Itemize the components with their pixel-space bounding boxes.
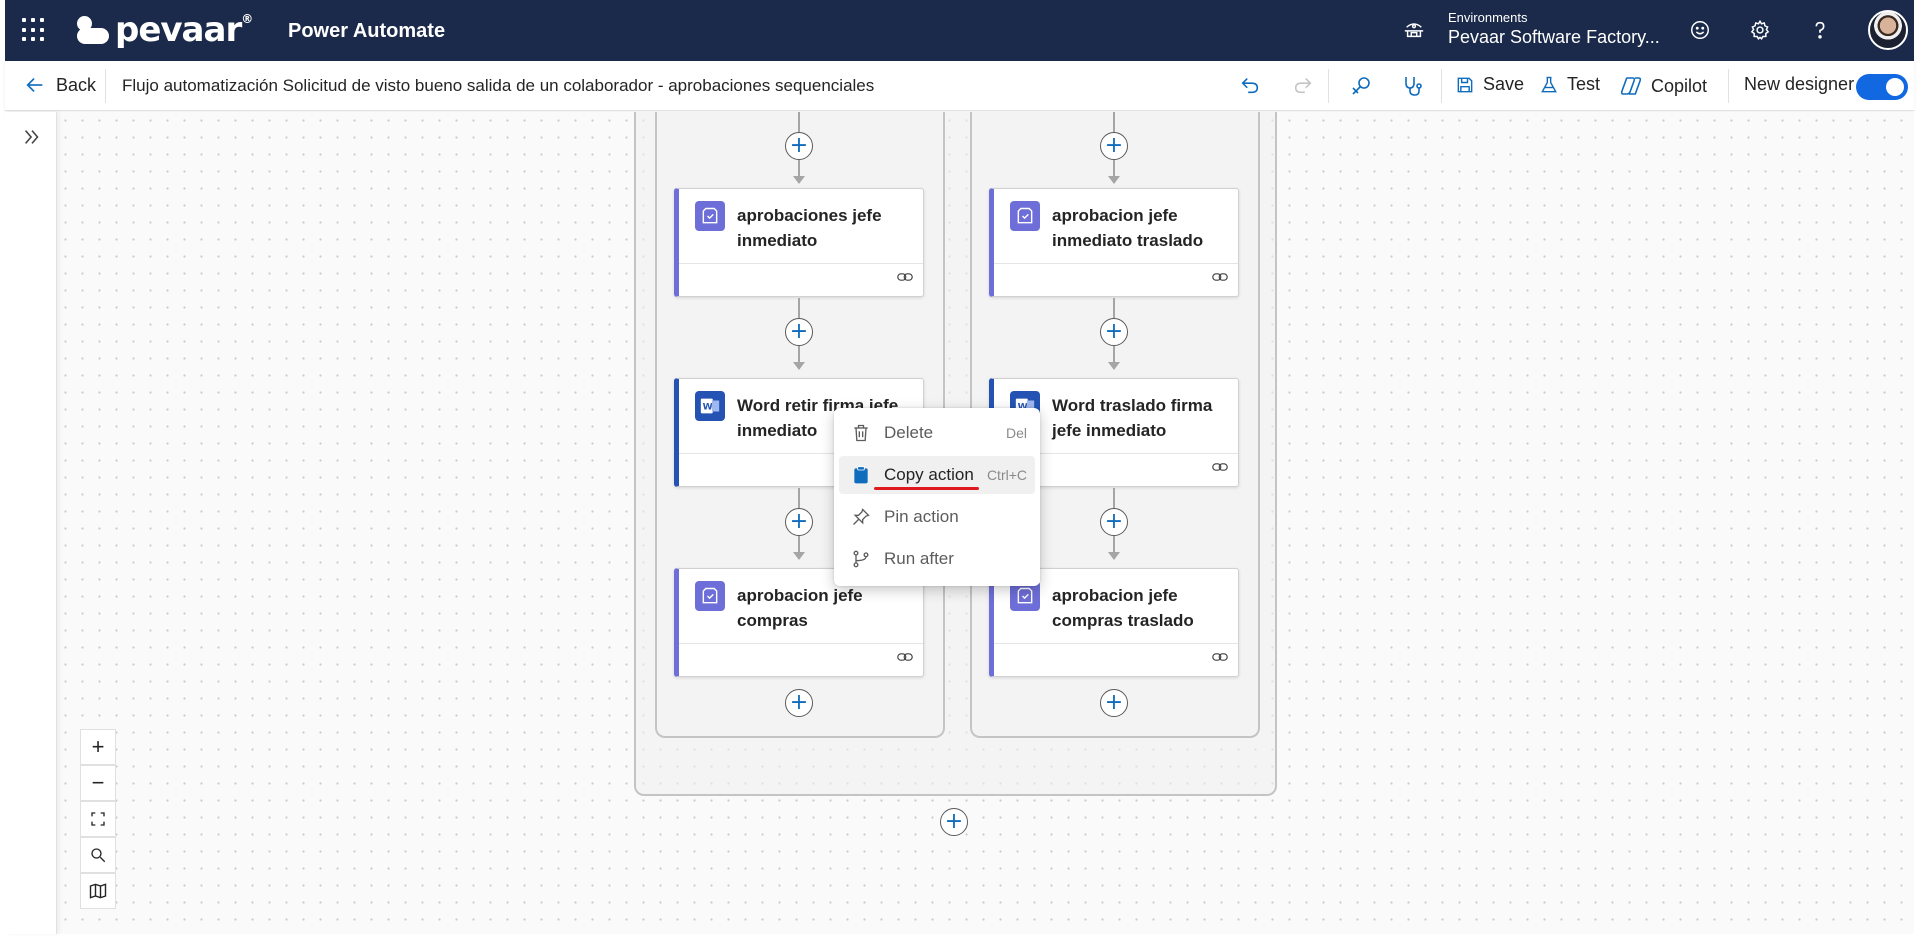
context-menu-label: Pin action [884,507,959,526]
context-menu-label: Copy action [884,465,974,484]
diagnostics-button[interactable] [1401,74,1425,98]
new-designer-label: New designer [1744,74,1855,94]
flask-icon [1541,76,1557,92]
environment-label: Environments [1448,10,1528,25]
test-label: Test [1567,74,1601,94]
command-bar: Back Flujo automatización Solicitud de v… [5,61,1914,111]
zoom-out-button[interactable]: − [80,765,116,801]
action-card-title: aprobacion jefe inmediato traslado [1052,206,1204,250]
top-header: pevaar® Power Automate Environments Peva… [5,0,1914,61]
environment-selector[interactable]: Pevaar Software Factory... [1448,27,1660,47]
link-icon[interactable] [897,651,913,663]
expand-chevron-icon[interactable] [21,126,43,148]
link-icon[interactable] [1212,271,1228,283]
action-card-title: aprobacion jefe compras traslado [1052,586,1194,630]
divider [105,69,106,103]
action-card[interactable]: aprobaciones jefe inmediato [674,188,924,297]
arrow-left-icon [26,77,43,93]
flow-checker-icon [1352,77,1370,95]
add-step-button[interactable]: + [1100,689,1128,717]
brand-logo-icon [75,14,111,46]
context-menu: Delete Del Copy action Ctrl+C Pin action… [834,408,1040,586]
brand-logo[interactable]: pevaar® [75,10,253,50]
save-icon [1457,77,1473,92]
brand-name: pevaar® [115,10,253,50]
copilot-button[interactable]: Copilot [1619,74,1707,98]
redo-icon [1294,78,1312,94]
back-button[interactable]: Back [24,74,96,96]
add-step-button[interactable]: + [785,508,813,536]
context-menu-item-delete[interactable]: Delete Del [839,414,1035,452]
trash-icon [854,424,868,442]
branch-icon [853,550,869,568]
test-button[interactable]: Test [1539,74,1600,95]
context-menu-label: Run after [884,549,954,568]
svg-text:W: W [703,402,713,413]
back-label: Back [56,74,97,95]
add-step-button[interactable]: + [785,689,813,717]
word-icon: W [695,391,725,421]
link-icon[interactable] [1212,461,1228,473]
undo-icon [1241,78,1259,94]
pin-icon [853,508,870,525]
context-menu-item-pin-action[interactable]: Pin action [839,498,1035,536]
svg-text:W: W [1018,402,1028,413]
zoom-in-button[interactable]: + [80,729,116,765]
left-rail [5,112,57,934]
app-name[interactable]: Power Automate [288,20,446,42]
app-launcher-icon[interactable] [22,18,46,42]
flow-title[interactable]: Flujo automatización Solicitud de visto … [122,76,875,95]
map-icon [89,883,107,899]
approval-icon [695,201,725,231]
context-menu-shortcut: Del [1005,425,1027,441]
clipboard-icon [854,466,868,484]
context-menu-item-run-after[interactable]: Run after [839,540,1035,578]
flow-checker-button[interactable] [1350,74,1374,98]
link-icon[interactable] [1212,651,1228,663]
divider [1441,69,1442,103]
highlight-underline [874,487,979,490]
fit-view-button[interactable] [80,801,116,837]
approval-icon [695,581,725,611]
stethoscope-icon [1405,77,1422,96]
help-question-icon[interactable] [1808,18,1832,42]
add-step-button[interactable]: + [785,132,813,160]
copilot-label: Copilot [1651,75,1708,96]
action-card-title: aprobaciones jefe inmediato [737,206,882,250]
search-button[interactable] [80,837,116,873]
save-label: Save [1483,74,1525,94]
action-card[interactable]: aprobacion jefe inmediato traslado [989,188,1239,297]
search-icon [91,848,106,863]
environment-icon[interactable] [1403,18,1425,40]
action-card-title: Word traslado firma jefe inmediato [1052,396,1213,440]
user-avatar[interactable] [1868,10,1908,50]
add-step-button[interactable]: + [1100,508,1128,536]
link-icon[interactable] [897,271,913,283]
context-menu-label: Delete [884,423,934,442]
redo-button[interactable] [1292,74,1314,96]
divider [1328,69,1329,103]
add-step-button[interactable]: + [785,318,813,346]
minimap-button[interactable] [80,873,116,909]
fit-view-icon [91,812,105,826]
context-menu-shortcut: Ctrl+C [986,467,1027,483]
add-step-button[interactable]: + [1100,318,1128,346]
action-card[interactable]: aprobacion jefe compras traslado [989,568,1239,677]
approval-icon [1010,581,1040,611]
divider [1728,69,1729,103]
undo-button[interactable] [1239,74,1261,96]
new-designer-toggle[interactable] [1856,74,1908,100]
add-step-button[interactable]: + [1100,132,1128,160]
save-button[interactable]: Save [1455,74,1524,95]
action-card[interactable]: aprobacion jefe compras [674,568,924,677]
settings-gear-icon[interactable] [1748,18,1772,42]
feedback-smiley-icon[interactable] [1688,18,1712,42]
action-card-title: aprobacion jefe compras [737,586,863,630]
copilot-icon [1620,77,1642,95]
approval-icon [1010,201,1040,231]
add-step-button[interactable]: + [940,808,968,836]
